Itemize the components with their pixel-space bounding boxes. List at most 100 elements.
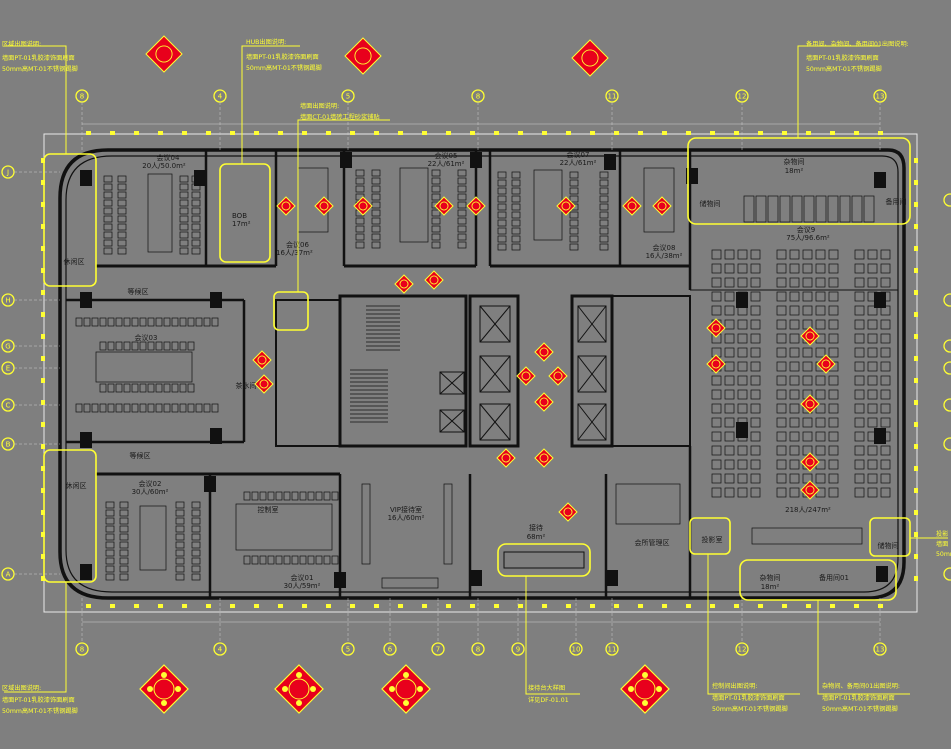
bottom-elevation-marker-3 (620, 664, 670, 714)
callout-7-title: 控制间出图说明: (712, 682, 757, 690)
label-storage-bottom-area: 18m² (761, 583, 780, 591)
room-elevation-marker-24 (800, 452, 820, 472)
callout-6-line1: 详见DF-01.01 (528, 696, 569, 704)
table-meeting-01 (235, 503, 333, 551)
svg-text:12: 12 (738, 645, 747, 653)
svg-text:8: 8 (80, 645, 84, 653)
column-20 (876, 566, 888, 582)
svg-text:13: 13 (876, 645, 885, 653)
room-elevation-marker-13 (516, 366, 536, 386)
callout-notes: 区域出图说明: 墙面PT-01乳胶漆饰面刷面 50mm高MT-01不锈钢踢脚 H… (2, 38, 951, 715)
svg-text:8: 8 (80, 92, 84, 100)
callout-5-line1: 墙面PT-01乳胶漆饰面刷面 (2, 696, 75, 704)
sofa-vip-right (443, 483, 453, 565)
callout-8-line1: 墙面PT-01乳胶漆饰面刷面 (822, 694, 895, 702)
column-6 (874, 172, 886, 188)
column-1 (194, 170, 206, 186)
label-meeting-08: 会议08 (653, 243, 676, 252)
label-vip: VIP接待室 (390, 505, 422, 514)
grid-top-2: 5 (341, 89, 355, 103)
column-7 (80, 292, 92, 308)
structural-columns (80, 152, 888, 588)
svg-text:H: H (5, 296, 10, 304)
room-elevation-marker-10 (252, 350, 272, 370)
label-meeting-05: 会议05 (435, 151, 458, 160)
svg-text:10: 10 (572, 645, 581, 653)
label-meeting-06-cap: 16人/37m² (276, 249, 313, 257)
room-elevation-marker-2 (353, 196, 373, 216)
svg-text:13: 13 (876, 92, 885, 100)
room-elevation-marker-3 (434, 196, 454, 216)
label-meeting-09-cap: 75人/96.6m² (786, 234, 830, 242)
table-meeting-08 (643, 167, 675, 233)
callout-1-line1: 墙面PT-01乳胶漆饰面刷面 (2, 54, 75, 62)
room-elevation-marker-21 (706, 354, 726, 374)
room-elevation-marker-17 (534, 448, 554, 468)
top-elevation-marker-1 (344, 37, 382, 75)
label-meeting-02-cap: 30人/60m² (132, 488, 169, 496)
label-waiting-2: 等候区 (130, 451, 151, 460)
grid-right-4 (943, 398, 951, 412)
grid-bottom-9: 12 (735, 642, 749, 656)
label-control: 控制室 (258, 505, 279, 514)
svg-text:B: B (6, 440, 11, 448)
column-12 (204, 476, 216, 492)
stairs (350, 305, 400, 423)
label-meeting-10-cap: 218人/247m² (785, 506, 831, 514)
svg-text:12: 12 (738, 92, 747, 100)
column-9 (80, 432, 92, 448)
grid-top-3: 8 (471, 89, 485, 103)
label-reception: 接待 (529, 523, 543, 532)
svg-text:7: 7 (436, 645, 440, 653)
grid-bottom-6: 9 (511, 642, 525, 656)
label-storage-right: 储物间 (878, 541, 899, 550)
column-15 (606, 570, 618, 586)
sofa-vip-left (361, 483, 371, 565)
table-meeting-04 (147, 173, 173, 253)
callout-highlight-boxes (43, 137, 911, 601)
room-elevation-marker-23 (800, 394, 820, 414)
building-outer-wall (58, 148, 906, 600)
room-labels: 会议04 20人/50.0m² BOB 17m² 会议06 16人/37m² 会… (64, 150, 907, 591)
room-elevation-marker-19 (706, 318, 726, 338)
callout-3-title: 墙面出图说明: (300, 102, 339, 110)
label-reception-area: 68m² (527, 533, 546, 541)
grid-bottom-5: 8 (471, 642, 485, 656)
svg-text:4: 4 (218, 645, 223, 653)
column-3 (470, 152, 482, 168)
grid-right-0 (943, 193, 951, 207)
office-desks (615, 483, 681, 525)
label-meeting-07-cap: 22人/61m² (560, 159, 597, 167)
label-bob: BOB (232, 212, 247, 220)
label-storage-top: 杂物间 (784, 157, 805, 166)
room-elevation-marker-1 (314, 196, 334, 216)
label-storage-bottom: 杂物间 (760, 573, 781, 582)
column-8 (210, 292, 222, 308)
grid-bottom-0: 8 (75, 642, 89, 656)
label-rest-2: 休闲区 (66, 481, 87, 490)
grid-left-4: C (1, 398, 15, 412)
callout-7-line1: 墙面PT-01乳胶漆饰面刷面 (712, 694, 785, 702)
grid-left-0: J (1, 165, 15, 179)
grid-bottom-8: 11 (605, 642, 619, 656)
label-meeting-01: 会议01 (291, 573, 314, 582)
callout-2-line2: 50mm高MT-01不锈钢踢脚 (246, 64, 322, 72)
label-office: 会所管理区 (635, 538, 670, 547)
label-prep: 备用间 (886, 197, 907, 206)
room-elevation-marker-22 (816, 354, 836, 374)
room-elevation-marker-16 (496, 448, 516, 468)
svg-text:A: A (6, 570, 11, 578)
column-11 (80, 564, 92, 580)
grid-top-0: 8 (75, 89, 89, 103)
column-16 (736, 292, 748, 308)
label-bob-area: 17m² (232, 220, 251, 228)
callout-4-title: 备用间、杂物间、备用间01出图说明: (806, 40, 909, 48)
label-meeting-03: 会议03 (135, 333, 158, 342)
grid-right-2 (943, 339, 951, 353)
callout-8-title: 杂物间、备用间01出图说明: (822, 682, 900, 690)
label-meeting-09: 会议9 (797, 225, 815, 234)
svg-text:J: J (6, 168, 9, 176)
label-meeting-07: 会议07 (567, 150, 590, 159)
